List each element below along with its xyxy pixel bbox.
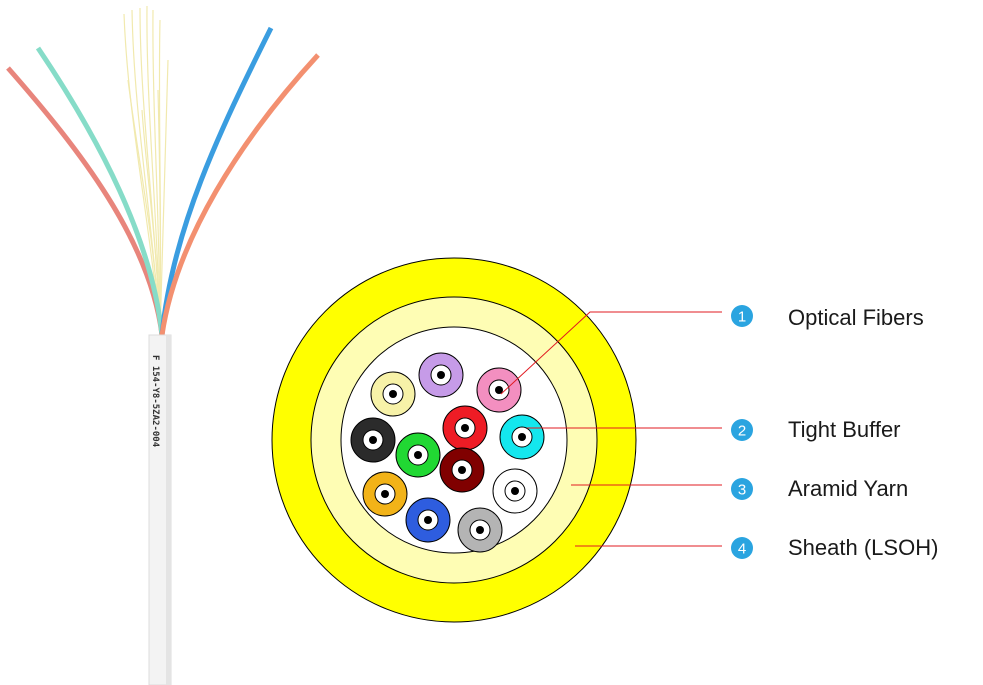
callout-3: 3 Aramid Yarn	[731, 476, 908, 501]
fiber-core-11	[424, 516, 432, 524]
fiber-5	[499, 414, 545, 460]
fiber-core-9	[511, 487, 519, 495]
badge-4-number: 4	[738, 541, 746, 558]
badge-2-number: 2	[738, 423, 746, 440]
label-tight-buffer: Tight Buffer	[788, 417, 901, 442]
fiber-6	[350, 417, 396, 463]
fiber-core-5	[518, 433, 526, 441]
orange-fiber	[159, 53, 320, 336]
leader-lines	[500, 311, 722, 547]
badge-1-number: 1	[738, 309, 746, 326]
fiber-11	[405, 497, 451, 543]
label-aramid-yarn: Aramid Yarn	[788, 476, 908, 501]
label-optical-fibers: Optical Fibers	[788, 305, 924, 330]
badge-4	[731, 537, 753, 559]
label-sheath: Sheath (LSOH)	[788, 535, 938, 560]
fiber-12	[457, 507, 503, 553]
fiber-group	[350, 352, 545, 553]
leader-line-1	[500, 311, 722, 395]
fiber-9	[492, 468, 538, 514]
fiber-core-8	[458, 466, 466, 474]
fiber-core-6	[369, 436, 377, 444]
cross-section	[271, 257, 637, 623]
badge-1	[731, 305, 753, 327]
badge-3	[731, 478, 753, 500]
fiber-8	[439, 447, 485, 493]
aramid-yarn-fringe	[123, 5, 169, 336]
fiber-core-1	[389, 390, 397, 398]
fiber-7	[395, 432, 441, 478]
fiber-3	[476, 367, 522, 413]
red-fiber	[6, 66, 165, 336]
fiber-1	[370, 371, 416, 417]
callout-1: 1 Optical Fibers	[731, 305, 924, 330]
fiber-core-7	[414, 451, 422, 459]
cable-illustration: F 154-Y8-5ZA2-004	[6, 5, 320, 685]
fiber-2	[418, 352, 464, 398]
fiber-core-2	[437, 371, 445, 379]
fiber-core-3	[495, 386, 503, 394]
cable-print-text: F 154-Y8-5ZA2-004	[150, 355, 160, 448]
fiber-core-12	[476, 526, 484, 534]
callout-2: 2 Tight Buffer	[731, 417, 901, 442]
cable-jacket-shading	[166, 335, 171, 685]
badge-2	[731, 419, 753, 441]
fiber-4	[442, 405, 488, 451]
badge-3-number: 3	[738, 482, 746, 499]
fiber-core-10	[381, 490, 389, 498]
blue-fiber	[159, 26, 274, 336]
aqua-fiber	[35, 46, 165, 336]
fiber-core-4	[461, 424, 469, 432]
callout-4: 4 Sheath (LSOH)	[731, 535, 938, 560]
fiber-10	[362, 471, 408, 517]
